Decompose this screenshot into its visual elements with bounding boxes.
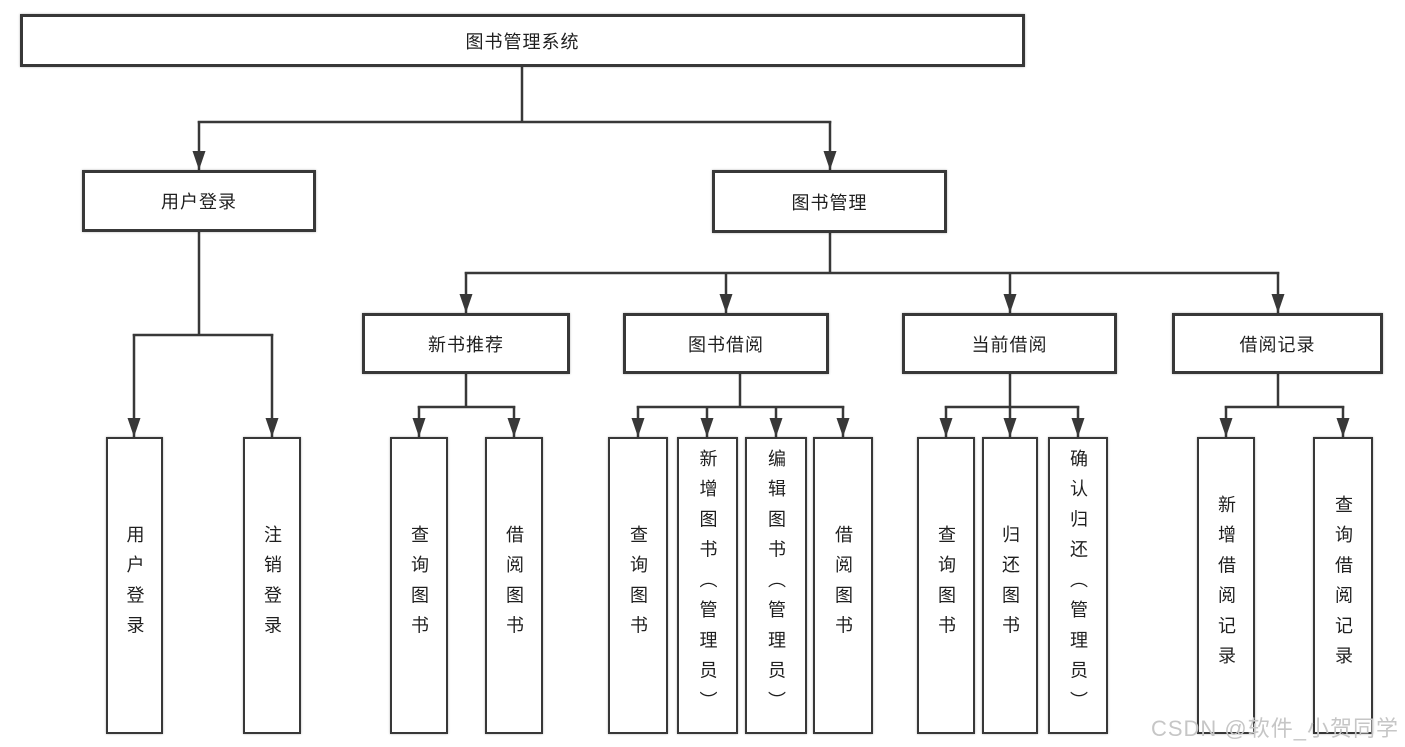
edges-borrow-records-to-leaves	[1219, 374, 1350, 437]
edges-root-to-level2	[192, 67, 837, 170]
node-current-borrow-label: 当前借阅	[971, 334, 1048, 355]
node-user-login: 用户登录	[82, 170, 316, 232]
leaf-logout-label: 注销登录	[262, 525, 282, 646]
leaf-return-books-label: 归还图书	[1000, 525, 1020, 646]
leaf-query-books-recommend: 查询图书	[390, 437, 448, 734]
leaf-edit-book-admin-label: 编辑图书（管理员）	[766, 449, 786, 722]
leaf-confirm-return-admin: 确认归还（管理员）	[1048, 437, 1108, 734]
node-root-label: 图书管理系统	[465, 31, 580, 52]
leaf-borrow-books-recommend-label: 借阅图书	[504, 525, 524, 646]
leaf-query-books-borrow: 查询图书	[608, 437, 668, 734]
node-borrow-records-label: 借阅记录	[1239, 334, 1316, 355]
leaf-user-login-label: 用户登录	[124, 525, 145, 646]
edges-book-borrow-to-leaves	[631, 374, 850, 437]
leaf-logout: 注销登录	[243, 437, 301, 734]
leaf-user-login: 用户登录	[106, 437, 163, 734]
leaf-query-borrow-record: 查询借阅记录	[1313, 437, 1373, 734]
edges-book-management-to-level3	[459, 233, 1285, 313]
leaf-return-books: 归还图书	[982, 437, 1038, 734]
leaf-query-books-borrow-label: 查询图书	[628, 525, 648, 646]
leaf-query-books-current-label: 查询图书	[936, 525, 956, 646]
node-root-library-system: 图书管理系统	[20, 14, 1025, 67]
node-book-management-label: 图书管理	[791, 192, 868, 213]
leaf-confirm-return-admin-label: 确认归还（管理员）	[1068, 449, 1088, 722]
csdn-watermark: CSDN @软件_小贺同学	[1150, 716, 1399, 741]
node-user-login-label: 用户登录	[161, 192, 237, 212]
node-book-borrow-label: 图书借阅	[688, 334, 764, 355]
node-book-borrow: 图书借阅	[623, 313, 829, 374]
node-new-book-recommend-label: 新书推荐	[428, 334, 504, 355]
node-current-borrow: 当前借阅	[902, 313, 1117, 374]
leaf-borrow-books-label: 借阅图书	[833, 525, 853, 646]
edges-user-login-to-leaves	[127, 232, 279, 437]
leaf-query-books-recommend-label: 查询图书	[409, 525, 429, 646]
leaf-add-book-admin: 新增图书（管理员）	[677, 437, 738, 734]
leaf-query-books-current: 查询图书	[917, 437, 975, 734]
node-borrow-records: 借阅记录	[1172, 313, 1383, 374]
node-book-management: 图书管理	[712, 170, 947, 233]
edges-new-book-recommend-to-leaves	[412, 374, 521, 437]
node-new-book-recommend: 新书推荐	[362, 313, 570, 374]
leaf-query-borrow-record-label: 查询借阅记录	[1333, 494, 1353, 677]
leaf-edit-book-admin: 编辑图书（管理员）	[745, 437, 807, 734]
leaf-add-book-admin-label: 新增图书（管理员）	[697, 449, 718, 722]
edges-current-borrow-to-leaves	[939, 374, 1085, 437]
leaf-add-borrow-record: 新增借阅记录	[1197, 437, 1255, 734]
leaf-borrow-books-recommend: 借阅图书	[485, 437, 543, 734]
leaf-borrow-books: 借阅图书	[813, 437, 873, 734]
leaf-add-borrow-record-label: 新增借阅记录	[1216, 494, 1236, 677]
